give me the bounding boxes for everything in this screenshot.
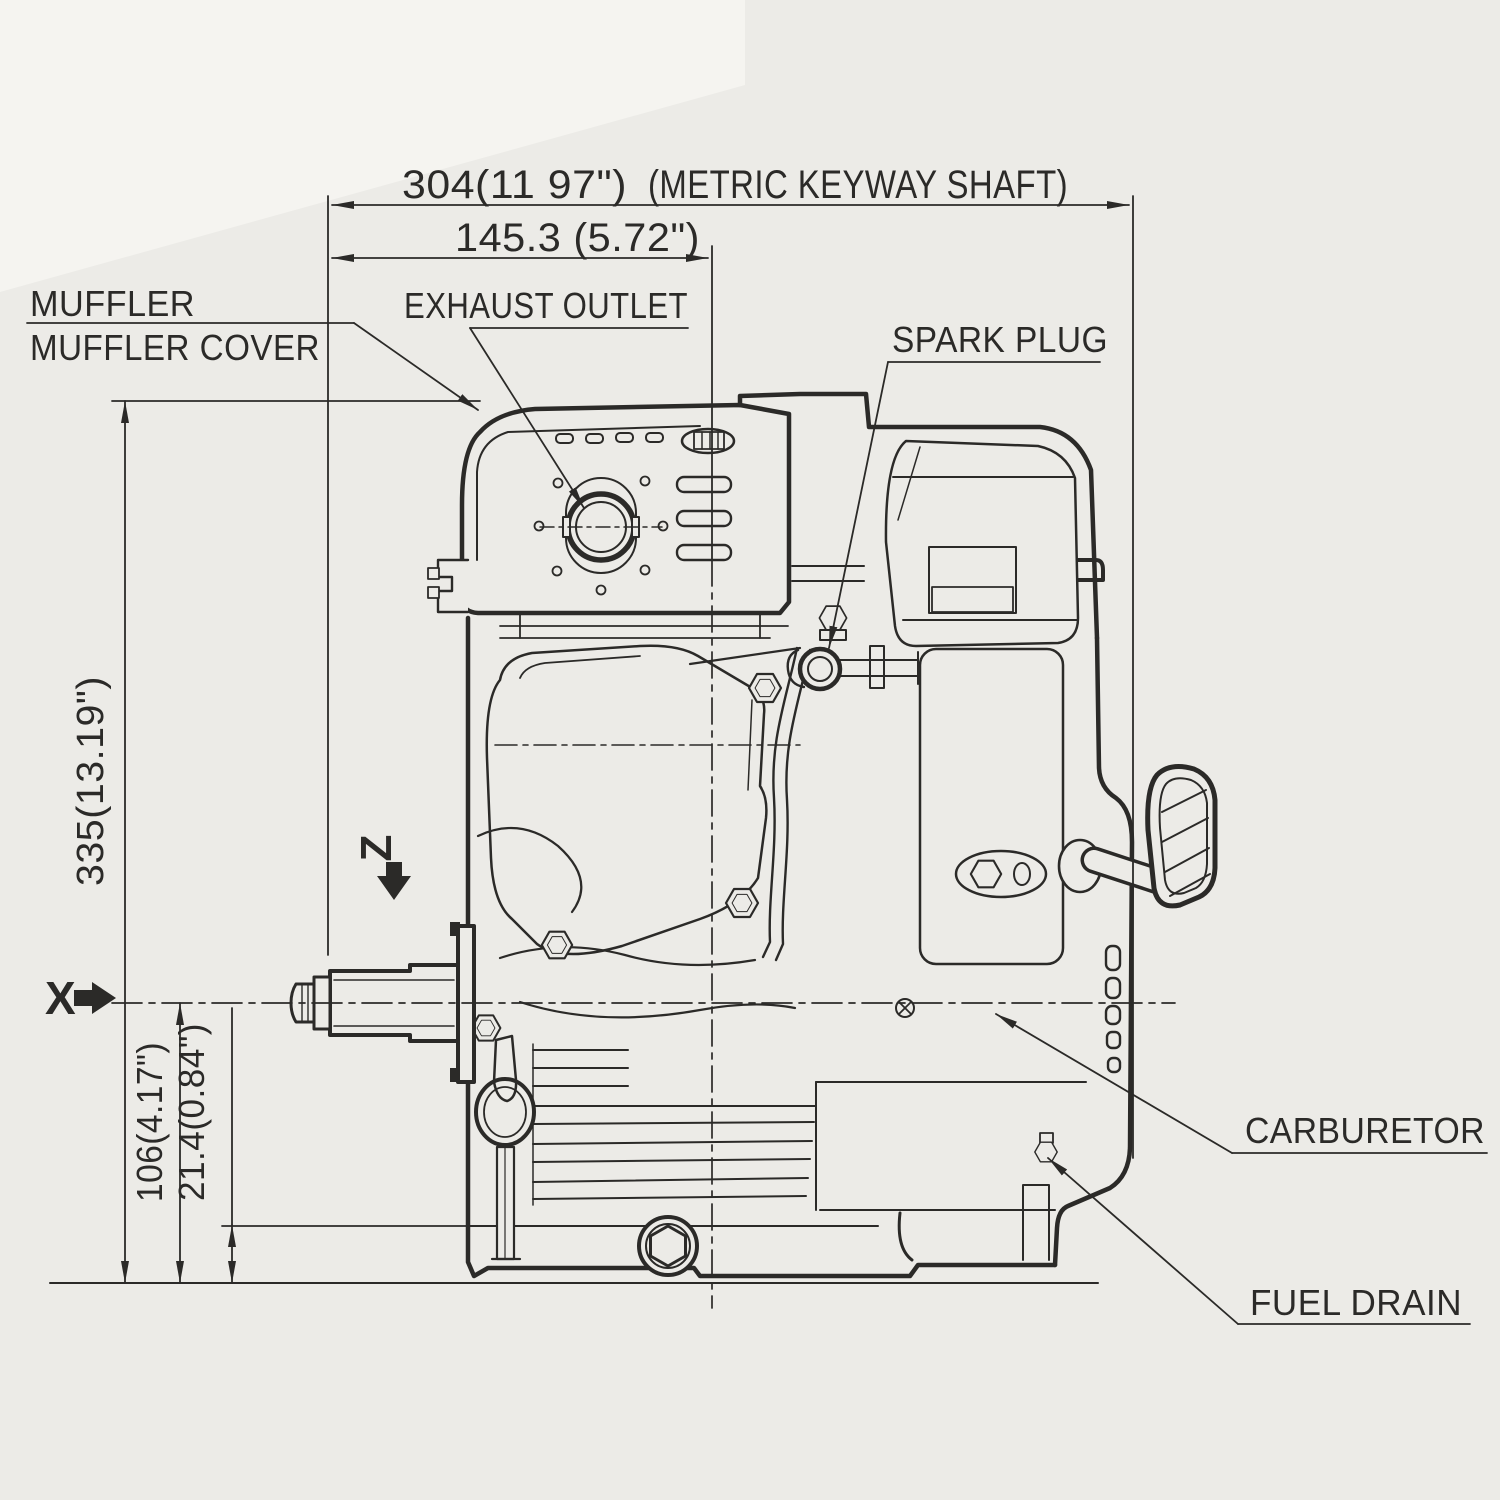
dim-exhaust-offset-label: 145.3 (5.72") (455, 216, 700, 260)
cylinder-fins (532, 1043, 1087, 1211)
x-arrow-icon (74, 982, 116, 1014)
z-axis-arrow (377, 862, 411, 900)
annotation-text: 304(11 97") (METRIC KEYWAY SHAFT) 145.3 … (30, 163, 1485, 1323)
carburetor-drain-screw (895, 998, 915, 1018)
governor-linkage (476, 646, 802, 1019)
x-axis-arrow (74, 982, 116, 1014)
z-arrow-icon (377, 862, 411, 900)
crankcase-cover (485, 644, 768, 956)
muffler-cover-drawing (459, 402, 792, 639)
muffler-top-boss (680, 427, 736, 455)
starter-handle (1057, 764, 1218, 909)
dim-overall-length-note: (METRIC KEYWAY SHAFT) (648, 163, 1068, 207)
leader-lines (26, 322, 1488, 1325)
muffler-cover-label: MUFFLER COVER (30, 327, 320, 368)
z-axis-label: Z (352, 835, 401, 862)
blower-housing-top (737, 391, 1100, 641)
spark-plug-label: SPARK PLUG (892, 319, 1108, 360)
x-axis-label: X (45, 972, 76, 1024)
left-bracket-tab (427, 558, 470, 614)
shroud-panel (918, 647, 1065, 966)
dim-crank-height-label: 106(4.17") (129, 1042, 170, 1202)
air-cleaner-drawing (884, 439, 1105, 648)
dimension-annotations (26, 195, 1488, 1325)
spark-plug-drawing (786, 605, 919, 692)
engine-drawing (111, 391, 1218, 1309)
blower-housing-right (1052, 635, 1135, 1268)
dim-overall-height-label: 335(13.19") (70, 676, 112, 886)
vent-slots (1104, 944, 1122, 1074)
oil-dipstick (474, 1034, 536, 1261)
crankcase-outline (465, 615, 1058, 1279)
muffler-label: MUFFLER (30, 283, 195, 324)
exhaust-outlet-label: EXHAUST OUTLET (404, 285, 688, 326)
dim-mount-offset-label: 21.4(0.84") (171, 1023, 212, 1201)
dim-overall-length-label: 304(11 97") (402, 163, 627, 207)
muffler-louvers (675, 475, 733, 562)
page-scan-corner (0, 0, 745, 292)
fuel-drain-label: FUEL DRAIN (1250, 1282, 1462, 1323)
crankshaft-drawing (289, 963, 460, 1043)
intake-tube (791, 565, 865, 582)
oil-drain-bolt (637, 1215, 699, 1277)
air-cleaner-stub (1076, 558, 1105, 582)
carburetor-label: CARBURETOR (1245, 1110, 1485, 1151)
muffler-bolt-holes (533, 475, 669, 596)
centerlines (111, 526, 1176, 1309)
fuel-drain-valve (1034, 1132, 1058, 1163)
fuel-hose (761, 646, 812, 962)
